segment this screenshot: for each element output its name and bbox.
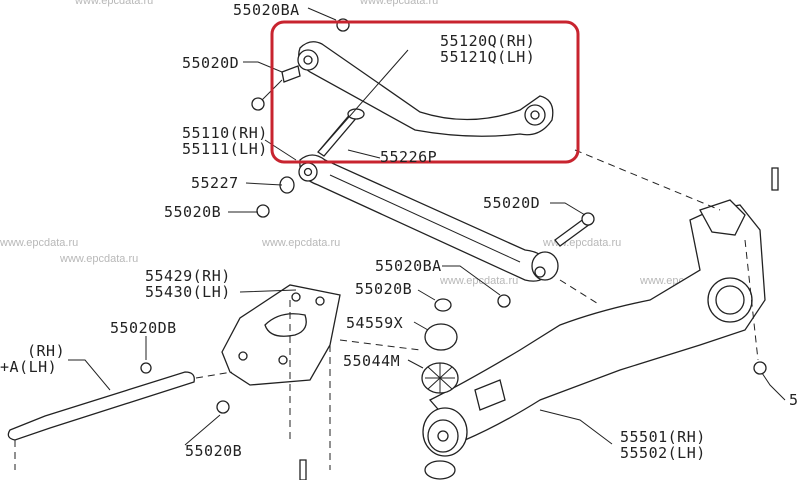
- part-label-55044m[interactable]: 55044M: [343, 352, 400, 370]
- part-label-55110[interactable]: 55110(RH): [182, 124, 268, 142]
- part-label-55020b[interactable]: 55020B: [185, 442, 242, 460]
- leader-lines: [68, 7, 786, 446]
- part-label-cut-off[interactable]: 5: [789, 391, 799, 409]
- bushing-stack: [421, 298, 459, 480]
- part-label-55111[interactable]: 55111(LH): [182, 140, 268, 158]
- part-label-55020b[interactable]: 55020B: [355, 280, 412, 298]
- part-label-rh[interactable]: (RH): [27, 342, 65, 360]
- watermarks: www.epcdata.ru www.epcdata.ru www.epcdat…: [0, 0, 718, 287]
- part-label-55502[interactable]: 55502(LH): [620, 444, 706, 462]
- watermark: www.epcdata.ru: [359, 0, 438, 7]
- part-label-55020ba[interactable]: 55020BA: [233, 1, 300, 19]
- trailing-arm-beam: [422, 167, 779, 457]
- part-label-55501[interactable]: 55501(RH): [620, 428, 706, 446]
- part-label-55227[interactable]: 55227: [191, 174, 239, 192]
- lateral-rod: [7, 362, 233, 470]
- part-label-55020b[interactable]: 55020B: [164, 203, 221, 221]
- watermark: www.epcdata.ru: [74, 0, 153, 7]
- part-label-a-lh[interactable]: +A(LH): [0, 358, 57, 376]
- highlight-box: [270, 20, 580, 164]
- part-label-55120q[interactable]: 55120Q(RH): [440, 32, 535, 50]
- part-label-55020ba[interactable]: 55020BA: [375, 257, 442, 275]
- mounting-bracket: [216, 284, 341, 480]
- part-label-55430[interactable]: 55430(LH): [145, 283, 231, 301]
- part-labels[interactable]: 55020BA 55020D 55120Q(RH) 55121Q(LH) 551…: [0, 1, 799, 462]
- part-label-55020d[interactable]: 55020D: [182, 54, 239, 72]
- part-label-55429[interactable]: 55429(RH): [145, 267, 231, 285]
- lower-link-arm: [256, 154, 595, 308]
- watermark: www.epcdata.ru: [542, 237, 621, 249]
- upper-link-arm: [251, 18, 554, 157]
- guide-lines: [289, 149, 759, 470]
- part-label-55020db[interactable]: 55020DB: [110, 319, 177, 337]
- part-label-55226p[interactable]: 55226P: [380, 148, 437, 166]
- part-label-54559x[interactable]: 54559X: [346, 314, 403, 332]
- watermark: www.epcdata.ru: [261, 237, 340, 249]
- part-label-55020d[interactable]: 55020D: [483, 194, 540, 212]
- watermark: www.epcdata.ru: [439, 275, 518, 287]
- part-label-55121q[interactable]: 55121Q(LH): [440, 48, 535, 66]
- watermark: www.epcdata.ru: [59, 253, 138, 265]
- watermark: www.epcdata.ru: [0, 237, 78, 249]
